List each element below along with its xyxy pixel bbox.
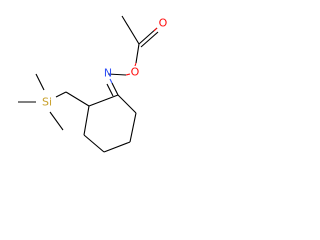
bond-carbonyl-c-o-second	[140, 31, 159, 48]
ring-bond-6	[88, 94, 119, 107]
trimethylsilylmethyl-group	[18, 73, 90, 131]
ring-bond-4	[83, 134, 105, 153]
bond-n-c-second	[106, 83, 114, 97]
bond-si-methyl-bottom	[49, 111, 64, 131]
ring-bond-1	[117, 94, 137, 114]
bond-carbonyl-o-red	[153, 27, 158, 32]
atom-label-nitrogen: N	[104, 67, 112, 80]
ring-bond-5	[83, 105, 90, 136]
ring-bond-3	[103, 141, 131, 153]
atom-label-oxygen-carbonyl: O	[159, 17, 168, 30]
bond-o-n-red	[125, 73, 131, 76]
bond-ch2-si	[55, 91, 67, 98]
bond-ring-ch2	[65, 91, 90, 107]
molecule-structure: O O N Si	[18, 15, 168, 153]
acetyl-group	[121, 15, 159, 67]
bond-n-c-blue	[109, 78, 113, 84]
ring-bond-2	[129, 112, 137, 143]
bond-n-c	[111, 82, 119, 96]
bond-carbonyl-ester-o	[135, 43, 140, 64]
oxime-linkage	[106, 73, 131, 97]
atom-label-silicon: Si	[42, 96, 52, 109]
bond-si-methyl-top	[35, 73, 45, 91]
atom-label-oxygen-ester: O	[131, 66, 140, 79]
cyclohexane-ring	[83, 94, 137, 153]
bond-ester-o-red-top	[134, 62, 137, 67]
bond-o-n	[107, 73, 127, 76]
bond-methyl-carbonyl	[121, 15, 140, 45]
